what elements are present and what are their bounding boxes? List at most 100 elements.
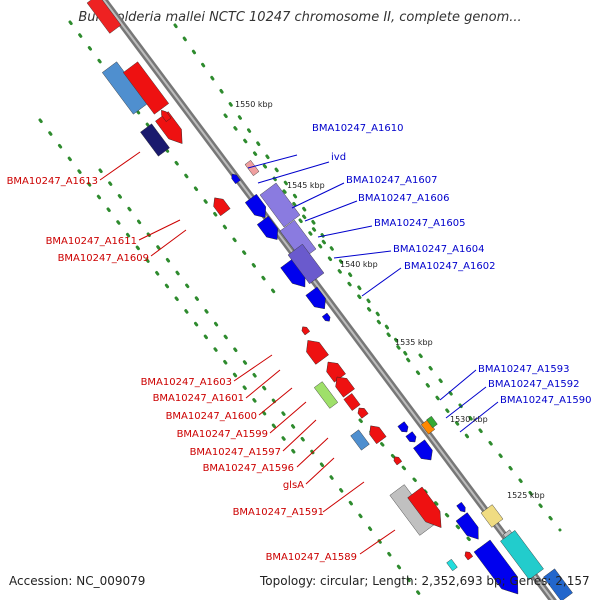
- gene-feature: [335, 376, 355, 398]
- gene-feature-shape: [357, 407, 369, 419]
- leader-line: [317, 225, 373, 238]
- leader-line: [257, 161, 330, 184]
- reverse-gene-label: BMA10247_A1599: [177, 429, 268, 440]
- gene-feature-shape: [287, 243, 325, 285]
- gene-feature-shape: [500, 530, 544, 580]
- tick-guide-line: [38, 118, 302, 462]
- gene-feature-shape: [335, 376, 355, 398]
- tick-guide-line: [68, 20, 282, 302]
- reverse-gene-label: BMA10247_A1600: [166, 411, 257, 422]
- label-leader-lines: [99, 151, 499, 555]
- reverse-gene-label: BMA10247_A1613: [7, 176, 98, 187]
- gene-feature: [480, 504, 504, 528]
- forward-gene-label: BMA10247_A1610: [312, 123, 403, 134]
- gene-features: [86, 0, 573, 600]
- scale-tick-label: 1535 kbp: [395, 338, 433, 347]
- gene-feature-shape: [480, 504, 504, 528]
- reverse-gene-label: BMA10247_A1591: [233, 507, 324, 518]
- gene-feature-shape: [407, 486, 442, 528]
- scale-tick-label: 1550 kbp: [235, 100, 273, 109]
- gene-feature-shape: [244, 160, 260, 176]
- summary-text: Topology: circular; Length: 2,352,693 bp…: [260, 574, 590, 588]
- gene-feature: [213, 197, 231, 217]
- gene-feature: [397, 421, 409, 433]
- forward-gene-label: ivd: [331, 152, 346, 163]
- gene-feature: [426, 415, 438, 429]
- gene-feature-shape: [464, 551, 474, 561]
- leader-line: [439, 369, 477, 401]
- reverse-gene-label: BMA10247_A1601: [153, 393, 244, 404]
- gene-feature-shape: [231, 173, 241, 185]
- gene-feature-shape: [326, 361, 346, 383]
- gene-feature-shape: [301, 326, 311, 336]
- reverse-gene-label: BMA10247_A1611: [46, 236, 137, 247]
- leader-line: [258, 387, 293, 416]
- leader-line: [233, 354, 273, 382]
- reverse-gene-label: BMA10247_A1596: [203, 463, 294, 474]
- forward-gene-label: BMA10247_A1593: [478, 364, 569, 375]
- gene-feature: [321, 312, 331, 322]
- gene-feature: [305, 286, 326, 310]
- leader-line: [99, 151, 141, 181]
- gene-feature: [369, 425, 387, 445]
- gene-feature-shape: [305, 286, 326, 310]
- chromosome-backbone: [99, 0, 557, 600]
- gene-feature: [259, 182, 301, 228]
- gene-feature: [473, 539, 519, 595]
- gene-feature: [140, 123, 170, 157]
- gene-feature-shape: [213, 197, 231, 217]
- gene-feature: [456, 501, 466, 513]
- gene-feature: [464, 551, 474, 561]
- forward-gene-label: BMA10247_A1602: [404, 261, 495, 272]
- reverse-gene-label: BMA10247_A1597: [190, 447, 281, 458]
- reverse-gene-label: BMA10247_A1589: [266, 552, 357, 563]
- reverse-gene-label: glsA: [283, 480, 304, 491]
- gene-feature-shape: [306, 340, 329, 365]
- gene-feature: [86, 0, 122, 34]
- scale-tick-label: 1540 kbp: [340, 260, 378, 269]
- gene-feature-shape: [455, 512, 479, 540]
- gene-feature-shape: [426, 415, 438, 429]
- gene-feature-shape: [473, 539, 519, 595]
- leader-line: [459, 401, 499, 433]
- gene-feature-shape: [446, 558, 458, 572]
- leader-line: [359, 529, 396, 555]
- gene-feature-shape: [244, 193, 266, 218]
- gene-feature-shape: [321, 312, 331, 322]
- leader-line: [245, 369, 281, 399]
- leader-line: [305, 457, 335, 485]
- tick-guides: [38, 20, 562, 597]
- gene-feature: [350, 429, 370, 451]
- gene-feature: [446, 558, 458, 572]
- leader-line: [291, 182, 345, 209]
- gene-feature: [231, 173, 241, 185]
- gene-feature: [122, 61, 170, 115]
- leader-line: [269, 401, 307, 434]
- leader-line: [361, 267, 402, 297]
- gene-feature: [155, 111, 183, 144]
- gene-feature-shape: [369, 425, 387, 445]
- gene-feature: [393, 456, 403, 466]
- gene-feature: [543, 568, 573, 600]
- tick-guide-line: [418, 353, 562, 532]
- gene-feature-shape: [122, 61, 170, 115]
- leader-line: [247, 154, 298, 169]
- leader-line: [296, 437, 329, 468]
- leader-line: [304, 200, 358, 222]
- gene-feature: [244, 160, 260, 176]
- forward-gene-label: BMA10247_A1592: [488, 379, 579, 390]
- gene-feature: [313, 381, 339, 409]
- gene-feature: [455, 512, 479, 540]
- scale-tick-label: 1525 kbp: [507, 491, 545, 500]
- gene-feature-shape: [259, 182, 301, 228]
- forward-gene-label: BMA10247_A1590: [500, 395, 591, 406]
- leader-line: [322, 481, 365, 513]
- gene-feature-shape: [397, 421, 409, 433]
- scale-tick-label: 1545 kbp: [287, 181, 325, 190]
- gene-feature-shape: [155, 111, 183, 144]
- gene-feature: [405, 431, 417, 443]
- gene-feature: [256, 215, 278, 240]
